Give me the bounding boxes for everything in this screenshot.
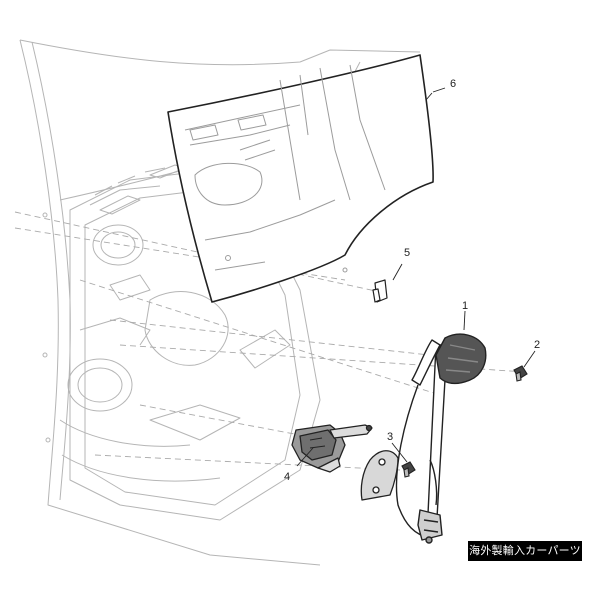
callout-2: 2 (534, 339, 540, 351)
assembly-leader-lines (14, 211, 526, 471)
regulator-motor-part (291, 424, 373, 473)
watermark-badge: 海外製輸入カーパーツ (468, 541, 582, 561)
door-glass-part (167, 54, 434, 303)
callout-3: 3 (387, 431, 393, 443)
callout-1: 1 (462, 300, 468, 312)
glass-clip-part (372, 279, 388, 303)
bolt-part-2 (513, 365, 528, 382)
window-regulator-part (395, 333, 487, 544)
callout-5: 5 (404, 247, 410, 259)
callout-leaders (296, 87, 536, 467)
regulator-bracket (360, 450, 399, 501)
bolt-part-3 (401, 461, 416, 478)
callout-6: 6 (450, 78, 456, 90)
callout-4: 4 (284, 471, 290, 483)
